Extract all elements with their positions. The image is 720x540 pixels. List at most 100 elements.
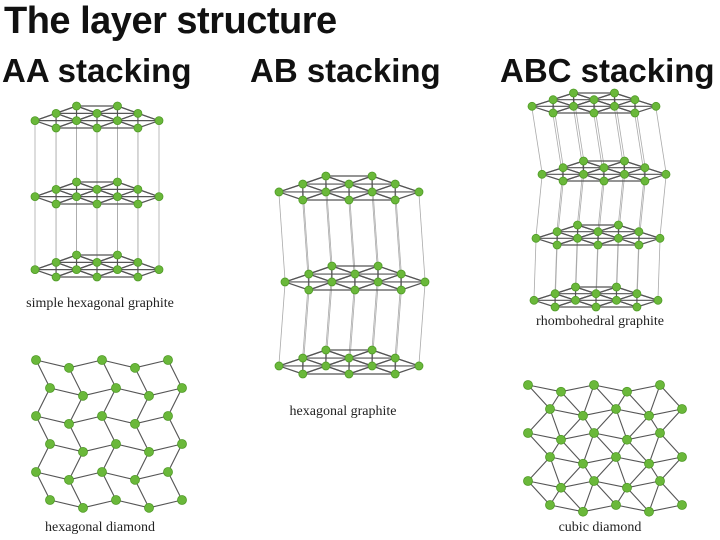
bond-line: [560, 415, 584, 441]
interlayer-line: [659, 176, 667, 237]
bond-line: [560, 391, 584, 417]
bond-line: [527, 408, 551, 434]
carbon-atom: [321, 187, 331, 197]
carbon-atom: [154, 265, 164, 275]
carbon-atom: [614, 233, 623, 243]
carbon-atom: [144, 446, 154, 457]
carbon-atom: [589, 476, 599, 486]
carbon-atom: [414, 187, 424, 197]
bond-line: [659, 480, 683, 506]
bond-line: [134, 479, 150, 509]
carbon-atom: [144, 502, 154, 513]
carbon-atom: [113, 101, 122, 111]
page-title: The layer structure: [4, 0, 337, 42]
interlayer-line: [535, 176, 543, 237]
caption-simple-hexagonal-graphite: simple hexagonal graphite: [26, 296, 174, 311]
bond-line: [582, 504, 617, 513]
bond-line: [527, 480, 551, 506]
carbon-atom: [97, 355, 107, 365]
carbon-atom: [31, 355, 41, 365]
bond-line: [35, 443, 51, 473]
carbon-atom: [573, 220, 582, 230]
bond-line: [82, 499, 117, 509]
bond-line: [527, 432, 562, 441]
carbon-atom: [92, 272, 102, 282]
carbon-atom: [45, 495, 55, 505]
bond-line: [115, 387, 150, 397]
carbon-atom: [31, 411, 41, 421]
carbon-atom: [51, 184, 61, 194]
carbon-atom: [653, 295, 663, 305]
bond-line: [35, 359, 51, 389]
carbon-atom: [612, 282, 621, 292]
carbon-atom: [298, 353, 308, 363]
carbon-atom: [144, 390, 154, 401]
carbon-atom: [344, 179, 354, 189]
bond-line: [167, 359, 183, 389]
bond-line: [68, 359, 103, 369]
carbon-atom: [579, 169, 588, 179]
carbon-atom: [72, 177, 81, 187]
carbon-atom: [113, 250, 122, 260]
bond-line: [549, 456, 584, 465]
carbon-atom: [64, 362, 74, 373]
bond-line: [615, 456, 628, 488]
carbon-atom: [51, 257, 61, 267]
bond-line: [68, 415, 103, 425]
caption-rhombohedral-graphite: rhombohedral graphite: [536, 314, 664, 329]
interlayer-line: [278, 283, 286, 364]
interlayer-line: [657, 240, 661, 299]
bond-line: [626, 384, 661, 393]
carbon-atom: [130, 362, 140, 373]
bond-line: [167, 415, 183, 445]
carbon-atom: [390, 369, 400, 379]
carbon-atom: [344, 369, 354, 379]
carbon-atom: [622, 434, 632, 445]
bond-line: [49, 443, 84, 453]
bond-line: [167, 387, 183, 417]
carbon-atom: [611, 404, 621, 414]
bond-line: [582, 456, 617, 465]
carbon-atom: [578, 458, 588, 469]
carbon-atom: [390, 195, 400, 205]
bond-line: [626, 391, 650, 417]
carbon-atom: [599, 176, 609, 186]
carbon-atom: [274, 361, 284, 371]
bond-line: [101, 415, 136, 425]
bond-line: [659, 408, 683, 434]
caption-hexagonal-diamond: hexagonal diamond: [44, 520, 156, 535]
carbon-atom: [614, 220, 623, 230]
carbon-atom: [420, 277, 430, 287]
carbon-atom: [350, 285, 360, 295]
carbon-atom: [133, 199, 143, 209]
carbon-atom: [367, 361, 377, 371]
carbon-atom: [548, 108, 558, 118]
carbon-atom: [92, 184, 102, 194]
bond-line: [68, 395, 84, 425]
carbon-atom: [64, 418, 74, 429]
bond-line: [115, 443, 150, 453]
carbon-atom: [529, 295, 539, 305]
carbon-atom: [133, 108, 143, 118]
carbon-atom: [579, 156, 588, 166]
carbon-atom: [78, 502, 88, 513]
carbon-atom: [611, 452, 621, 462]
bond-line: [148, 387, 183, 397]
carbon-atom: [78, 446, 88, 457]
bond-line: [527, 456, 551, 482]
carbon-atom: [154, 116, 164, 126]
carbon-atom: [350, 269, 360, 279]
bond-line: [68, 423, 84, 453]
carbon-atom: [620, 169, 629, 179]
carbon-atom: [571, 295, 580, 305]
carbon-atom: [111, 495, 121, 505]
carbon-atom: [634, 227, 644, 237]
carbon-atom: [274, 187, 284, 197]
carbon-atom: [133, 184, 143, 194]
bond-line: [560, 480, 595, 489]
bond-line: [560, 487, 584, 513]
carbon-atom: [113, 192, 122, 202]
carbon-atom: [304, 285, 314, 295]
carbon-atom: [578, 506, 588, 517]
carbon-atom: [630, 108, 640, 118]
